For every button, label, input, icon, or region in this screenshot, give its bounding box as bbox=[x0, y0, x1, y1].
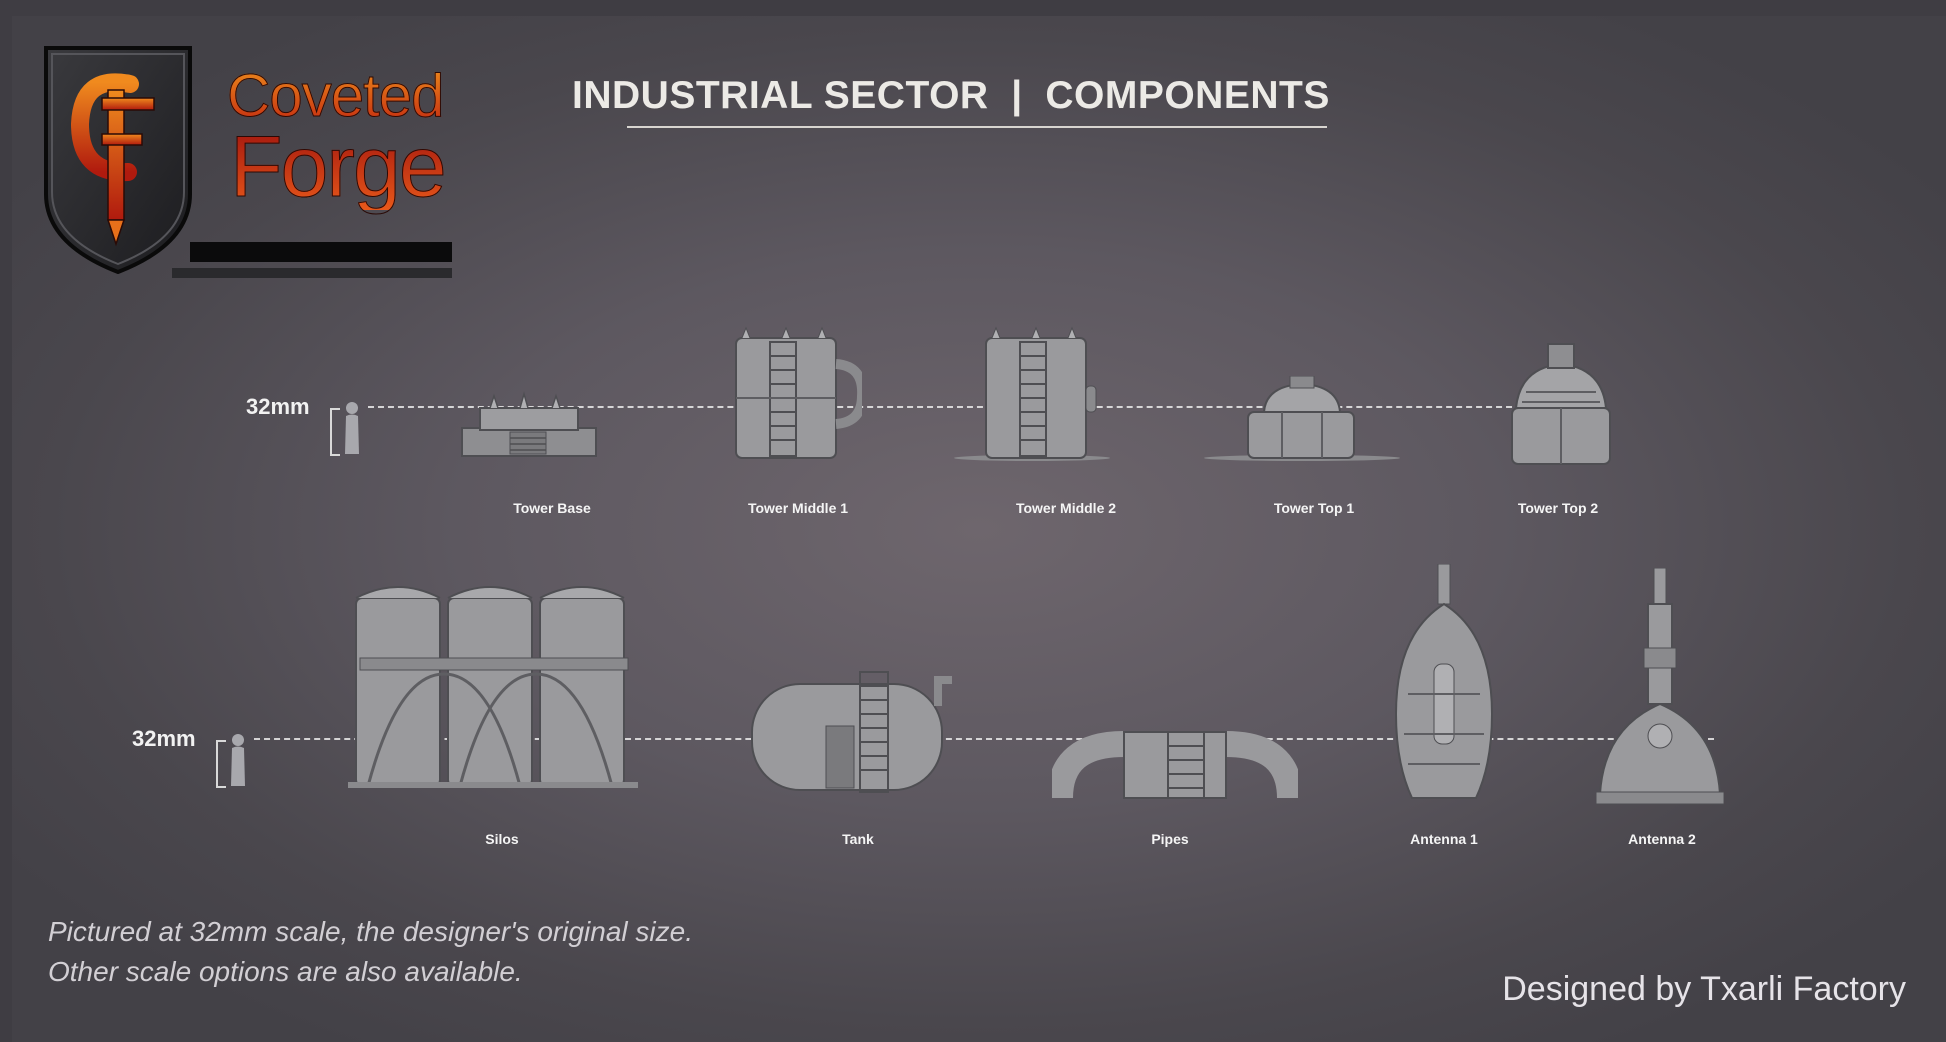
logo-word-coveted: Coveted bbox=[226, 62, 444, 129]
scale-line-row-2 bbox=[254, 738, 1714, 740]
tower-middle-2-model bbox=[954, 326, 1110, 461]
miniature-figure-icon bbox=[231, 734, 245, 786]
logo-bar bbox=[190, 242, 452, 262]
shield-icon bbox=[44, 46, 192, 274]
silos-model bbox=[348, 586, 638, 788]
label-tower-base: Tower Base bbox=[513, 500, 591, 516]
scale-label-row-2: 32mm bbox=[132, 726, 196, 751]
caption-line-2: Other scale options are also available. bbox=[48, 956, 523, 987]
scale-bracket bbox=[330, 408, 340, 456]
pipes-model bbox=[1052, 731, 1298, 799]
coveted-forge-logo: Coveted Forge bbox=[42, 44, 462, 278]
showcase-canvas: Coveted Forge INDUSTRIAL SECTOR | COMPON… bbox=[12, 16, 1946, 1042]
scale-bracket bbox=[216, 740, 226, 788]
label-tank: Tank bbox=[842, 831, 874, 847]
tank-model bbox=[751, 671, 952, 793]
scale-line-row-1 bbox=[368, 406, 1532, 408]
title-underline bbox=[627, 126, 1327, 128]
label-silos: Silos bbox=[485, 831, 519, 847]
tower-base-model bbox=[461, 391, 597, 457]
tower-middle-1-model bbox=[735, 326, 862, 459]
caption-line-1: Pictured at 32mm scale, the designer's o… bbox=[48, 916, 693, 947]
label-tower-middle-1: Tower Middle 1 bbox=[747, 500, 849, 516]
scale-label-row-1: 32mm bbox=[246, 394, 310, 419]
antenna-2-model bbox=[1596, 568, 1724, 805]
page-title: INDUSTRIAL SECTOR | COMPONENTS bbox=[572, 74, 1330, 117]
logo-word-forge: Forge bbox=[230, 119, 448, 215]
tower-top-2-model bbox=[1511, 343, 1611, 465]
label-tower-top-2: Tower Top 2 bbox=[1517, 500, 1599, 516]
miniature-figure-icon bbox=[345, 402, 359, 454]
label-antenna-1: Antenna 1 bbox=[1410, 831, 1478, 847]
label-antenna-2: Antenna 2 bbox=[1628, 831, 1696, 847]
logo-bar-shadow bbox=[172, 268, 452, 278]
label-tower-middle-2: Tower Middle 2 bbox=[1015, 500, 1117, 516]
tower-top-1-model bbox=[1204, 376, 1400, 461]
label-tower-top-1: Tower Top 1 bbox=[1273, 500, 1355, 516]
antenna-1-model bbox=[1394, 564, 1494, 799]
label-pipes: Pipes bbox=[1151, 831, 1189, 847]
designer-credit: Designed by Txarli Factory bbox=[1502, 970, 1906, 1008]
